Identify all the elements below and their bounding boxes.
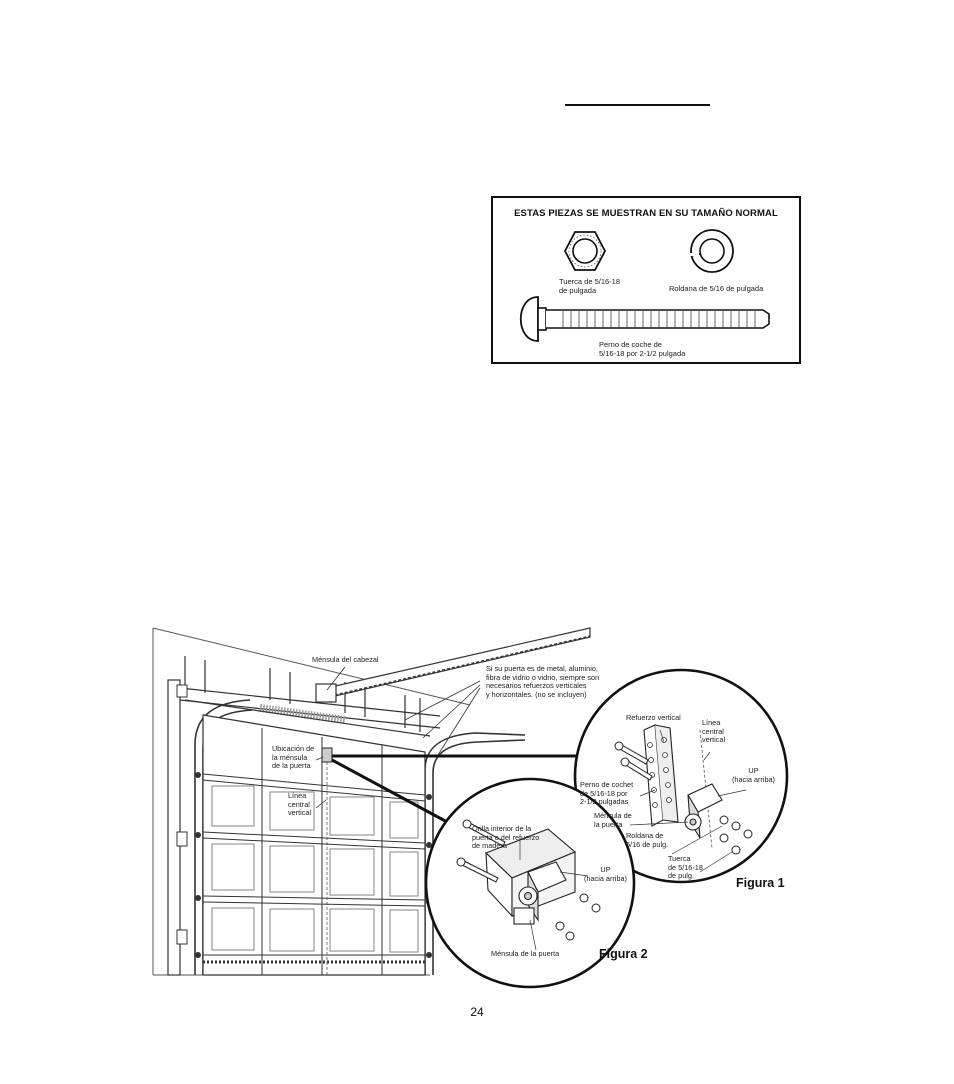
hardware-illustration (519, 229, 770, 342)
fig2-up-label: UP (hacia arriba) (584, 865, 627, 883)
carriage-bolt-icon (519, 296, 770, 342)
figure-2-callout (424, 777, 636, 989)
center-line-label: Línea central vertical (288, 791, 312, 818)
fig1-center-line-label: Línea central vertical (702, 718, 726, 745)
fig1-washer-label: Roldana de 5/16 de pulg. (626, 831, 669, 849)
vertical-reinforcement-label: Refuerzo vertical (626, 713, 681, 722)
fig2-door-bracket-label: Ménsula de la puerta (491, 949, 560, 958)
fig1-up-label: UP (hacia arriba) (732, 766, 775, 784)
header-bracket-label: Ménsula del cabezal (312, 655, 379, 664)
figure-1-caption: Figura 1 (736, 876, 785, 890)
actual-size-parts-box: ESTAS PIEZAS SE MUESTRAN EN SU TAMAÑO NO… (491, 196, 801, 364)
fig2-inner-edge-label: Orilla interior de la puerta o del refue… (472, 824, 540, 851)
fig1-bolt-label: Perno de cochet de 5/16-18 por 2-1/2 pul… (580, 780, 634, 807)
lock-washer-icon (689, 229, 734, 273)
page-number: 24 (470, 1005, 484, 1019)
reinforcement-note: Si su puerta es de metal, aluminio, fibr… (486, 664, 600, 699)
figure-1-callout (573, 668, 789, 884)
bracket-location-label: Ubicación de la ménsula de la puerta (272, 744, 315, 771)
fig1-nut-label: Tuerca de 5/16-18 de pulg. (668, 854, 703, 881)
hex-nut-icon (563, 231, 607, 271)
section-title-underline (565, 104, 710, 106)
fig1-door-bracket-label: Ménsula de la puerta (594, 811, 632, 829)
parts-box-heading: ESTAS PIEZAS SE MUESTRAN EN SU TAMAÑO NO… (514, 208, 778, 219)
figure-2-caption: Figura 2 (599, 947, 648, 961)
washer-caption: Roldana de 5/16 de pulgada (669, 284, 764, 293)
